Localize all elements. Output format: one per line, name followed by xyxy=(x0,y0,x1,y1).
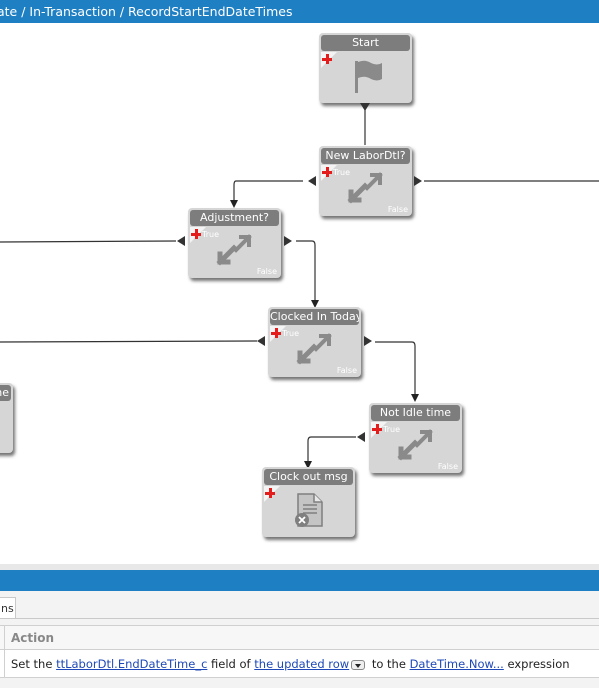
breadcrumb: ate / In-Transaction / RecordStartEndDat… xyxy=(0,4,293,19)
false-label: False xyxy=(437,462,458,471)
condition-icon xyxy=(216,234,252,266)
action-text: field of xyxy=(207,657,255,671)
node-start[interactable]: Start xyxy=(319,33,412,103)
breadcrumb-bar: ate / In-Transaction / RecordStartEndDat… xyxy=(0,0,599,23)
arrowhead-clockedin xyxy=(311,300,319,308)
true-label: True xyxy=(383,425,400,434)
message-error-icon xyxy=(295,493,323,527)
node-title: Clock out msg xyxy=(264,469,353,485)
add-icon[interactable] xyxy=(271,328,281,338)
true-label: True xyxy=(282,329,299,338)
panel-splitter[interactable] xyxy=(0,564,599,570)
node-title: ne xyxy=(0,385,11,401)
connector-lines xyxy=(0,103,599,469)
flag-icon xyxy=(355,60,382,93)
condition-icon xyxy=(296,333,332,365)
node-adjustment[interactable]: Adjustment? True False xyxy=(188,208,281,278)
false-port[interactable] xyxy=(364,336,372,346)
field-link[interactable]: ttLaborDtl.EndDateTime_c xyxy=(56,657,208,671)
table-row[interactable]: Set the ttLaborDtl.EndDateTime_c field o… xyxy=(0,650,599,678)
output-port[interactable] xyxy=(360,103,370,111)
node-clock-out-msg[interactable]: Clock out msg xyxy=(262,467,355,537)
connector-clockedin-notidle xyxy=(375,341,416,395)
false-label: False xyxy=(387,205,408,214)
node-title: Not Idle time xyxy=(371,405,460,421)
chevron-down-icon[interactable] xyxy=(351,659,366,670)
add-icon[interactable] xyxy=(322,54,332,64)
action-description: Set the ttLaborDtl.EndDateTime_c field o… xyxy=(11,650,570,678)
add-icon[interactable] xyxy=(265,488,275,498)
node-partial-left[interactable]: ne xyxy=(0,383,13,453)
true-port[interactable] xyxy=(177,236,185,246)
status-strip xyxy=(0,678,599,688)
node-not-idle-time[interactable]: Not Idle time True False xyxy=(369,403,462,473)
tab-underline xyxy=(0,618,599,619)
connector-adjustment-clockedin xyxy=(296,240,316,301)
properties-header-bar xyxy=(0,570,599,591)
true-port[interactable] xyxy=(357,432,365,442)
row-link[interactable]: the updated row xyxy=(254,657,350,671)
arrowhead-clockout xyxy=(304,461,312,469)
node-title: New LaborDtl? xyxy=(321,148,410,164)
connector-newlabordtl-adjustment xyxy=(233,180,303,201)
workflow-canvas[interactable]: Start New LaborDtl? True False Adjust xyxy=(0,23,599,564)
true-port[interactable] xyxy=(257,336,265,346)
node-title: Clocked In Today? xyxy=(270,309,359,325)
add-icon[interactable] xyxy=(322,167,332,177)
arrowhead-adjustment xyxy=(230,200,238,208)
true-label: True xyxy=(333,168,350,177)
condition-icon xyxy=(347,172,383,204)
row-selector[interactable] xyxy=(0,650,5,678)
add-icon[interactable] xyxy=(191,229,201,239)
expression-link[interactable]: DateTime.Now... xyxy=(409,657,504,671)
false-label: False xyxy=(256,267,277,276)
connector-clockedin-true xyxy=(0,340,258,343)
node-clocked-in-today[interactable]: Clocked In Today? True False xyxy=(268,307,361,377)
connector-adjustment-true xyxy=(0,240,177,243)
action-text: Set the xyxy=(11,657,57,671)
action-text: to the xyxy=(368,657,410,671)
arrowhead-notidle xyxy=(411,394,419,402)
false-label: False xyxy=(336,366,357,375)
add-icon[interactable] xyxy=(372,424,382,434)
node-new-labordtl[interactable]: New LaborDtl? True False xyxy=(319,146,412,216)
false-port[interactable] xyxy=(414,176,422,186)
true-port[interactable] xyxy=(308,176,316,186)
grid-selector-column xyxy=(0,626,5,650)
grid-header: Action xyxy=(0,626,599,650)
bottom-tabs: ns xyxy=(0,591,599,625)
condition-icon xyxy=(397,429,433,461)
node-title: Adjustment? xyxy=(190,210,279,226)
node-title: Start xyxy=(321,35,410,51)
true-label: True xyxy=(202,230,219,239)
action-text: expression xyxy=(503,657,570,671)
connector-notidle-clockout xyxy=(307,436,356,462)
actions-grid: Action Set the ttLaborDtl.EndDateTime_c … xyxy=(0,625,599,678)
tab-actions[interactable]: ns xyxy=(0,597,16,619)
false-port[interactable] xyxy=(284,236,292,246)
column-header-action[interactable]: Action xyxy=(11,631,55,645)
